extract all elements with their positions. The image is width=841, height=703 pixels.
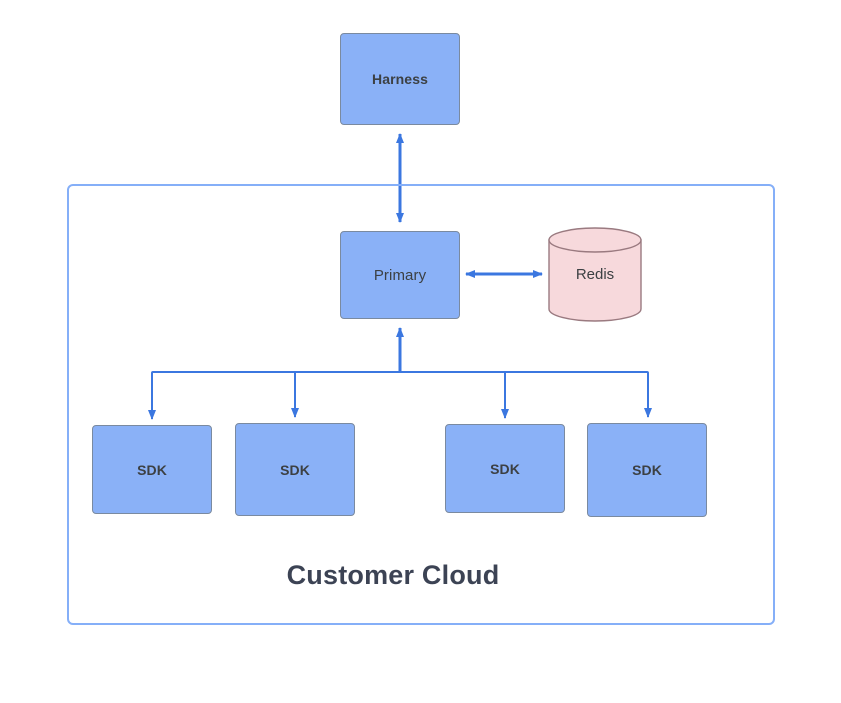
node-harness[interactable]: Harness bbox=[340, 33, 460, 125]
node-sdk-1-label: SDK bbox=[137, 461, 167, 478]
node-sdk-2[interactable]: SDK bbox=[235, 423, 355, 516]
node-primary-label: Primary bbox=[373, 266, 427, 284]
node-sdk-3[interactable]: SDK bbox=[445, 424, 565, 513]
node-primary[interactable]: Primary bbox=[340, 231, 460, 319]
cylinder-icon bbox=[548, 227, 642, 322]
node-harness-label: Harness bbox=[372, 71, 428, 87]
node-sdk-2-label: SDK bbox=[280, 461, 310, 478]
node-sdk-4[interactable]: SDK bbox=[587, 423, 707, 517]
customer-cloud-container bbox=[67, 184, 775, 625]
node-sdk-4-label: SDK bbox=[632, 462, 662, 478]
node-redis-datastore[interactable]: Redis bbox=[548, 227, 642, 322]
node-sdk-3-label: SDK bbox=[490, 460, 520, 477]
connector-sdk-bus bbox=[151, 327, 649, 381]
customer-cloud-title: Customer Cloud bbox=[286, 560, 500, 590]
node-sdk-1[interactable]: SDK bbox=[92, 425, 212, 514]
node-redis-label: Redis bbox=[575, 266, 615, 283]
